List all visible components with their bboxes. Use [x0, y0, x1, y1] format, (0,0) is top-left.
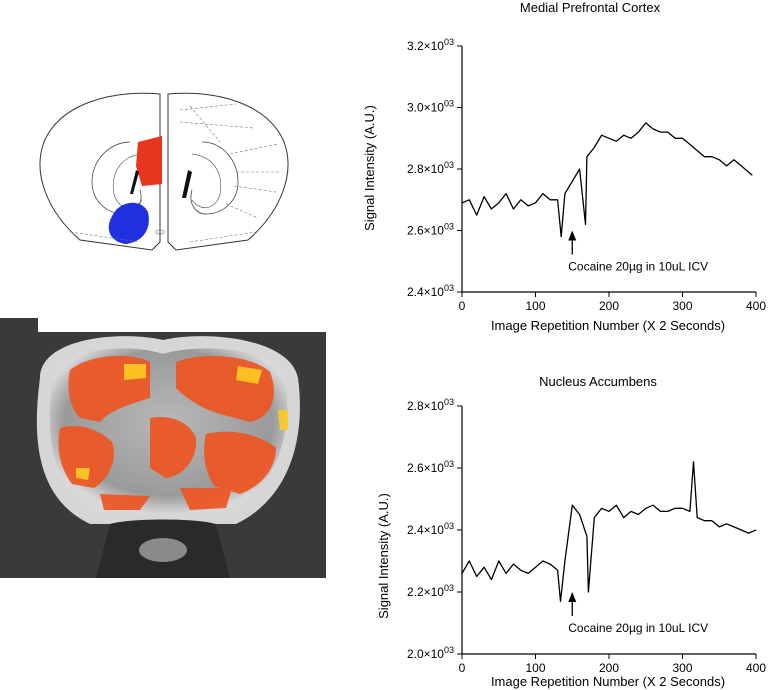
signal-line: [461, 461, 757, 602]
atlas-right-hemisphere-outline: [167, 92, 289, 251]
y-tick-label: 2.2×1003: [407, 583, 454, 599]
atlas-right-ventricle: [190, 141, 239, 215]
atlas-dashed-subdivisions: [69, 103, 282, 243]
y-tick-label: 2.4×1003: [407, 521, 454, 537]
x-tick-label: 200: [599, 299, 619, 313]
x-tick-label: 300: [672, 661, 692, 675]
x-tick-label: 400: [746, 299, 766, 313]
y-tick-label: 2.0×1003: [407, 645, 454, 661]
y-tick-label: 2.8×1003: [407, 397, 454, 413]
signal-line: [461, 122, 753, 238]
mpfc-signal-chart: Medial Prefrontal Cortex Signal Intensit…: [362, 0, 766, 333]
x-tick-label: 100: [525, 661, 545, 675]
x-tick-label: 300: [672, 299, 692, 313]
y-tick-label: 2.6×1003: [407, 459, 454, 475]
nacc-signal-chart: Nucleus Accumbens Signal Intensity (A.U.…: [376, 374, 766, 689]
x-tick-label: 0: [459, 299, 466, 313]
x-tick-label: 100: [525, 299, 545, 313]
atlas-medial-prefrontal-region: [136, 136, 162, 186]
brain-atlas-diagram: [39, 92, 289, 251]
x-tick-label: 0: [459, 661, 466, 675]
mri-activation-hotspots: [76, 364, 288, 480]
annotation-arrow-head: [568, 592, 577, 602]
atlas-left-dark-tract: [130, 170, 139, 194]
chart-title: Nucleus Accumbens: [539, 374, 657, 389]
chart-title: Medial Prefrontal Cortex: [520, 0, 661, 15]
plot-area: 2.0×1003 2.2×1003 2.4×1003 2.6×1003 2.8×1003…: [407, 397, 766, 675]
atlas-right-inner-contour: [191, 153, 222, 208]
annotation-label: Cocaine 20µg in 10uL ICV: [568, 260, 708, 274]
annotation-arrow-head: [568, 230, 577, 241]
mri-lower-ventricle: [139, 538, 187, 562]
plot-area: 2.4×1003 2.6×1003 2.8×1003 3.0×1003 3.2×1003…: [407, 37, 766, 313]
y-tick-label: 2.4×1003: [407, 283, 454, 299]
y-tick-label: 2.8×1003: [407, 160, 454, 176]
y-axis-label: Signal Intensity (A.U.): [362, 105, 377, 231]
x-axis-label: Image Repetition Number (X 2 Seconds): [491, 318, 725, 333]
y-tick-label: 2.6×1003: [407, 222, 454, 238]
x-tick-label: 400: [746, 661, 766, 675]
fmri-activation-map: [0, 318, 326, 578]
x-tick-label: 200: [599, 661, 619, 675]
atlas-nucleus-accumbens-region: [108, 202, 149, 244]
atlas-small-circle-right: [159, 229, 165, 235]
annotation-label: Cocaine 20µg in 10uL ICV: [568, 621, 708, 635]
y-axis-label: Signal Intensity (A.U.): [376, 493, 391, 619]
atlas-small-circle-left: [155, 229, 161, 235]
mri-top-white-strip: [38, 318, 326, 332]
y-tick-label: 3.2×1003: [407, 37, 454, 53]
atlas-right-dark-tract: [182, 170, 192, 198]
y-tick-label: 3.0×1003: [407, 99, 454, 115]
x-axis-label: Image Repetition Number (X 2 Seconds): [491, 674, 725, 689]
